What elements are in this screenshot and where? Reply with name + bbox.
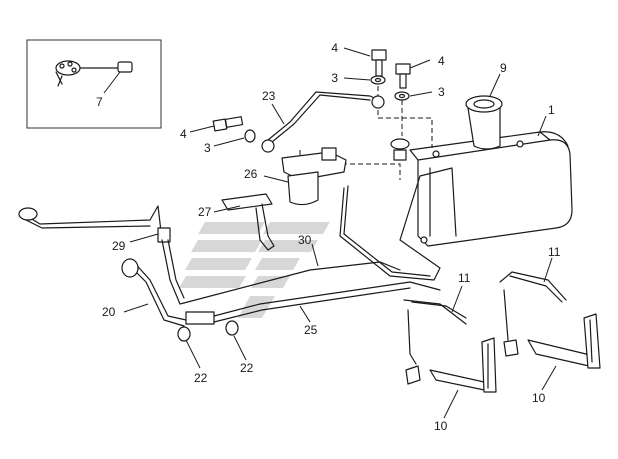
callout-25: 25 (304, 323, 318, 337)
callout-3-left: 3 (204, 141, 211, 155)
leader-lines (123, 47, 557, 419)
callout-1: 1 (548, 103, 555, 117)
tank-fitting (390, 138, 410, 161)
sender-unit-part-7 (55, 60, 133, 87)
callout-10-left: 10 (434, 419, 448, 433)
washer-part-3-left (244, 129, 256, 143)
support-bracket-part-10-left (429, 337, 497, 393)
fuel-line-part-23 (261, 91, 385, 153)
callout-11-right: 11 (548, 245, 561, 259)
callout-7: 7 (96, 95, 103, 109)
hose-part-20 (121, 258, 215, 327)
callout-23: 23 (262, 89, 276, 103)
callout-3-top-right: 3 (438, 85, 445, 99)
support-bracket-part-10-right (527, 313, 601, 369)
callout-22-right: 22 (240, 361, 254, 375)
tank-strap-part-11-right (499, 271, 567, 357)
fuel-line-part-25 (213, 281, 441, 323)
callout-27: 27 (198, 205, 212, 219)
callout-11-left: 11 (458, 271, 471, 285)
bracket-part-27 (221, 193, 275, 251)
callout-26: 26 (244, 167, 258, 181)
tank-strap-part-11-left (403, 299, 467, 385)
callout-9: 9 (500, 61, 507, 75)
hose-clamp-part-22-left (177, 326, 191, 342)
fuel-line-part-29 (18, 205, 171, 243)
callout-3-top-left: 3 (331, 71, 338, 85)
callout-4-left: 4 (180, 127, 187, 141)
callout-20: 20 (102, 305, 116, 319)
callout-4-top-left: 4 (331, 41, 338, 55)
callout-labels: 4 4 3 3 9 23 1 7 4 3 26 27 30 29 11 11 2… (96, 41, 561, 433)
bolt-part-4-top-right (395, 63, 411, 89)
washer-part-3-top-right (394, 91, 410, 101)
washer-part-3-top-left (370, 75, 386, 85)
hose-clamp-part-22-right (225, 320, 239, 336)
bolt-part-4-top-left (371, 49, 387, 77)
fuel-line-part-30 (161, 239, 401, 305)
watermark-logo (179, 222, 330, 318)
callout-29: 29 (112, 239, 126, 253)
callout-10-right: 10 (532, 391, 546, 405)
filler-neck-part-9 (465, 95, 503, 150)
fuel-filter-part-26 (281, 147, 347, 206)
callout-22-left: 22 (194, 371, 208, 385)
inset-detail-box (26, 39, 162, 129)
callout-30: 30 (298, 233, 312, 247)
banjo-bolt-part-4-left (212, 116, 244, 132)
callout-4-top-right: 4 (438, 54, 445, 68)
tank-frame-rod (339, 167, 457, 281)
